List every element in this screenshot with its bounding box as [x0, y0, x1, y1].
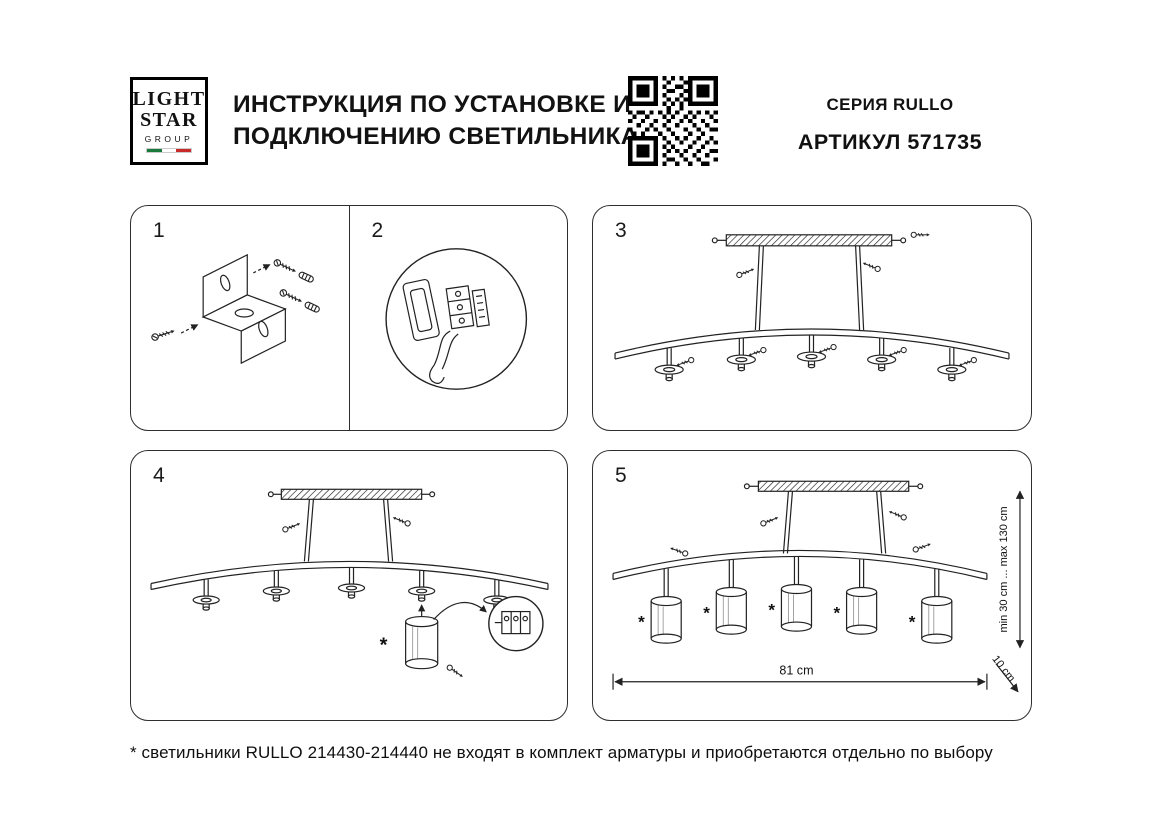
wire-to-detail: [433, 601, 487, 620]
panel-step-3: 3: [592, 205, 1032, 431]
screw-icon: [759, 514, 780, 528]
step-1-cell: 1: [131, 206, 349, 430]
step-number: 3: [615, 219, 627, 242]
series-label: СЕРИЯ RULLO: [826, 95, 954, 114]
screw-icon: [861, 259, 882, 273]
step-2-cell: 2: [348, 206, 568, 430]
ceiling-mount-bar: [743, 480, 924, 492]
panel-step-4: 4: [130, 450, 568, 721]
not-included-mark: *: [638, 613, 645, 632]
page-title: ИНСТРУКЦИЯ ПО УСТАНОВКЕ И ПОДКЛЮЧЕНИЮ СВ…: [233, 89, 639, 152]
pendant-stems: [654, 335, 978, 382]
hanger-rods: [303, 499, 394, 562]
depth-dimension-label: 10 cm: [989, 653, 1017, 684]
logo-word-star: STAR: [140, 109, 198, 131]
screw-icon: [911, 540, 933, 554]
not-included-mark: *: [380, 635, 388, 657]
screw-icon: [910, 231, 931, 238]
ceiling-mount-bar: [267, 488, 436, 500]
panel-step-5: 5: [592, 450, 1032, 721]
not-included-mark: *: [834, 604, 841, 623]
not-included-marks: * * * * *: [638, 601, 916, 632]
curved-rail: [614, 328, 1010, 360]
not-included-mark: *: [909, 613, 916, 632]
article-label: АРТИКУЛ 571735: [797, 130, 983, 154]
product-meta: СЕРИЯ RULLO АРТИКУЛ 571735: [788, 95, 992, 155]
screw-icon: [668, 544, 690, 558]
screw-icon: [281, 520, 302, 534]
lightstar-logo: LIGHT STAR GROUP: [130, 77, 208, 165]
step-2-diagram-wiring-detail: [384, 248, 527, 390]
step-4-diagram-shade-connection: *: [150, 488, 549, 680]
screw-icon: [391, 514, 412, 528]
step-number: 2: [371, 219, 384, 242]
step-1-diagram-mounting-bracket: [150, 253, 321, 365]
panel-steps-1-2: 1: [130, 205, 568, 431]
step-number: 1: [153, 219, 165, 242]
screw-icon: [735, 265, 756, 279]
step-number: 5: [615, 464, 627, 487]
hanger-rods: [754, 245, 865, 331]
pendant-stems: [192, 567, 511, 611]
depth-dimension: 10 cm: [989, 653, 1019, 693]
step-number: 4: [153, 464, 165, 487]
logo-word-light: LIGHT: [132, 88, 206, 111]
screw-icon: [887, 508, 908, 522]
step-3-diagram-rail-assembly: [614, 231, 1010, 382]
wiring-detail-drawing: [402, 278, 490, 384]
connector-detail-circle: [488, 595, 544, 652]
hanger-rods: [782, 491, 887, 554]
curved-rail: [612, 549, 988, 581]
lamp-shade-drawing: [405, 615, 439, 670]
title-line-2: ПОДКЛЮЧЕНИЮ СВЕТИЛЬНИКА: [233, 122, 639, 150]
width-dimension: 81 cm: [612, 664, 988, 690]
height-dimension: min 30 cm ... max 130 cm: [998, 490, 1025, 649]
not-included-mark: *: [703, 604, 710, 623]
qr-code-image: [628, 76, 718, 166]
ceiling-mount-bar: [711, 234, 907, 247]
footnote: * светильники RULLO 214430-214440 не вхо…: [130, 743, 993, 762]
lightstar-logo-text: LIGHT STAR GROUP: [132, 89, 205, 153]
qr-code: [628, 76, 718, 166]
pendant-lamps: [650, 556, 953, 644]
mounting-bracket-drawing: [201, 253, 287, 365]
logo-word-group: GROUP: [144, 133, 194, 144]
italian-flag-stripe: [146, 147, 192, 153]
height-dimension-label: min 30 cm ... max 130 cm: [998, 506, 1010, 632]
width-dimension-label: 81 cm: [779, 664, 813, 678]
screw-icon: [445, 663, 465, 680]
step-5-diagram-final-assembly: * * * * * 81 cm min 30 cm ... max 130 cm…: [612, 480, 1025, 693]
title-line-1: ИНСТРУКЦИЯ ПО УСТАНОВКЕ И: [233, 91, 632, 118]
not-included-mark: *: [768, 601, 775, 620]
